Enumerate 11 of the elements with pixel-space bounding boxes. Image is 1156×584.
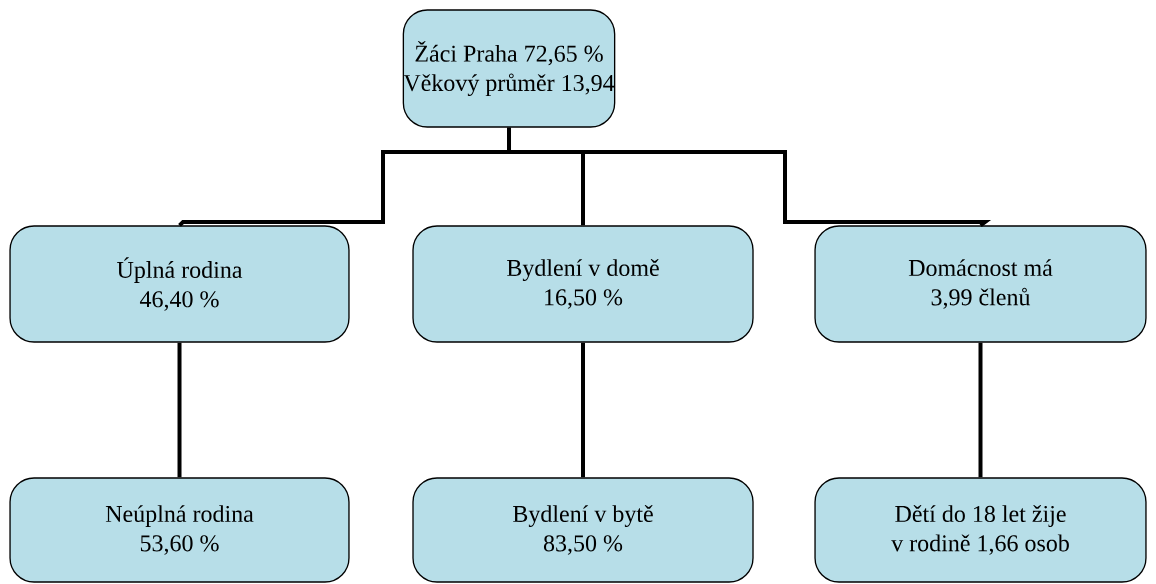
connector-line [581, 342, 585, 478]
rounded-box: Bydlení v domě 16,50 % [412, 225, 754, 343]
rounded-box: Neúplná rodina 53,60 % [9, 477, 350, 583]
rounded-box: Dětí do 18 let žije v rodině 1,66 osob [814, 477, 1147, 583]
connector-line [978, 342, 983, 478]
rounded-box: Domácnost má 3,99 členů [814, 225, 1147, 343]
rounded-box: Žáci Praha 72,65 % Věkový průměr 13,94 [402, 9, 616, 128]
connector-line [507, 127, 992, 227]
rounded-box: Úplná rodina 46,40 % [9, 225, 350, 343]
connector-line [177, 342, 182, 478]
rounded-box: Bydlení v bytě 83,50 % [412, 477, 754, 583]
